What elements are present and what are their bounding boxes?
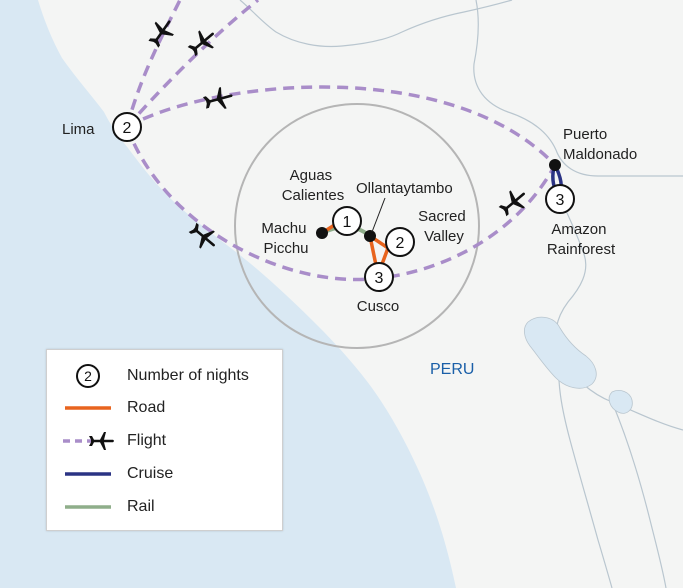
region-circle xyxy=(234,103,480,349)
legend-item-cruise: Cruise xyxy=(59,462,173,486)
nights-badge-icon xyxy=(545,184,575,214)
lake xyxy=(524,316,597,389)
leader-line xyxy=(371,197,386,233)
label-line: Picchu xyxy=(263,240,308,257)
nights-count: 3 xyxy=(375,270,384,287)
legend-item-nights: 2 Number of nights xyxy=(59,364,249,388)
label-line: Aguas xyxy=(290,167,333,184)
nights-count: 2 xyxy=(396,235,405,252)
place-label-cusco: Cusco xyxy=(357,298,400,315)
nights-badge-aguas-calientes: 1 xyxy=(332,206,362,236)
label-line: Calientes xyxy=(282,187,345,204)
road-line-icon xyxy=(59,396,117,420)
legend-item-flight: Flight xyxy=(59,429,166,453)
nights-badge-icon xyxy=(332,206,362,236)
place-label-ollantaytambo: Ollantaytambo xyxy=(356,180,453,197)
flight-route xyxy=(125,0,260,129)
nights-badge-amazon: 3 xyxy=(545,184,575,214)
label-line: Maldonado xyxy=(563,146,637,163)
nights-count: 3 xyxy=(556,192,565,209)
flight-route xyxy=(126,85,557,167)
legend-label: Number of nights xyxy=(127,367,249,384)
label-line: Sacred xyxy=(418,208,466,225)
airplane-icon xyxy=(202,87,233,109)
legend-label: Rail xyxy=(127,498,155,515)
airplane-icon xyxy=(148,20,174,48)
legend-label: Flight xyxy=(127,432,167,449)
place-label-puerto-maldonado: Puerto Maldonado xyxy=(563,126,637,163)
nights-badge-sacred-valley: 2 xyxy=(385,227,415,257)
airplane-icon xyxy=(187,30,214,57)
place-label-sacred-valley: Sacred Valley xyxy=(418,208,470,245)
location-dot-icon xyxy=(549,159,561,171)
label-line: Amazon xyxy=(551,221,606,238)
flight-route xyxy=(125,126,557,282)
lake-small xyxy=(608,390,633,414)
label-line: Puerto xyxy=(563,126,607,143)
legend-nights-sample: 2 xyxy=(84,368,92,384)
label-line: Machu xyxy=(261,220,306,237)
location-dot-icon xyxy=(364,230,376,242)
nights-badge-icon: 2 xyxy=(59,364,117,388)
legend-item-road: Road xyxy=(59,396,165,420)
label-line: Valley xyxy=(424,228,464,245)
label-line: Rainforest xyxy=(547,241,616,258)
place-label-lima: Lima xyxy=(62,121,95,138)
flight-route xyxy=(125,0,182,128)
airplane-icon xyxy=(188,222,215,249)
nights-badge-lima: 2 xyxy=(112,112,142,142)
legend-label: Cruise xyxy=(127,465,174,482)
nights-badge-cusco: 3 xyxy=(364,262,394,292)
airplane-icons xyxy=(148,20,525,249)
country-label: PERU xyxy=(430,361,474,378)
legend-label: Road xyxy=(127,399,166,416)
location-dot-icon xyxy=(316,227,328,239)
nights-badge-icon xyxy=(364,262,394,292)
flight-routes xyxy=(125,0,557,282)
rail-line-icon xyxy=(59,495,117,519)
place-label-amazon-rainforest: Amazon Rainforest xyxy=(547,221,616,258)
nights-badge-icon xyxy=(385,227,415,257)
nights-count: 1 xyxy=(343,214,352,231)
cruise-line-icon xyxy=(59,462,117,486)
place-label-machu-picchu: Machu Picchu xyxy=(261,220,310,257)
nights-badge-icon xyxy=(112,112,142,142)
airplane-icon xyxy=(59,429,117,453)
legend-item-rail: Rail xyxy=(59,495,155,519)
legend: 2 Number of nights Road Flight xyxy=(46,349,283,531)
nights-count: 2 xyxy=(123,120,132,137)
airplane-icon xyxy=(498,190,525,217)
place-label-aguas-calientes: Aguas Calientes xyxy=(282,167,345,204)
